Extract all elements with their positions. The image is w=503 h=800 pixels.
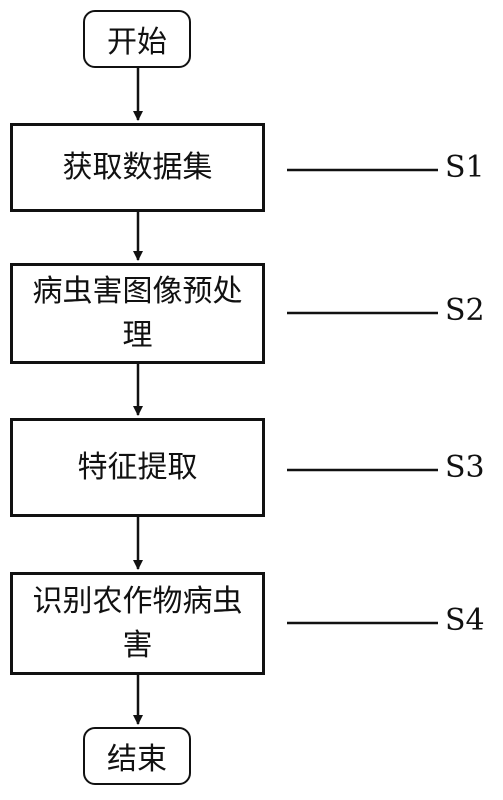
step-label-s1: S1 [445,150,485,185]
end-node-text: 结束 [107,742,167,777]
step3-text: 特征提取 [77,449,198,485]
end-node: 结束 [83,727,191,785]
step4-box: 识别农作物病虫害 [10,572,265,675]
step1-text: 获取数据集 [62,149,213,185]
step-label-s2: S2 [445,293,485,328]
step3-box: 特征提取 [10,418,265,517]
step-label-s3: S3 [445,450,485,485]
step2-box: 病虫害图像预处理 [10,263,265,364]
start-node: 开始 [83,10,191,68]
start-node-text: 开始 [107,25,167,60]
step4-text: 识别农作物病虫害 [32,583,243,663]
step1-box: 获取数据集 [10,123,265,212]
step2-text: 病虫害图像预处理 [32,273,243,353]
step-label-s4: S4 [445,603,485,638]
